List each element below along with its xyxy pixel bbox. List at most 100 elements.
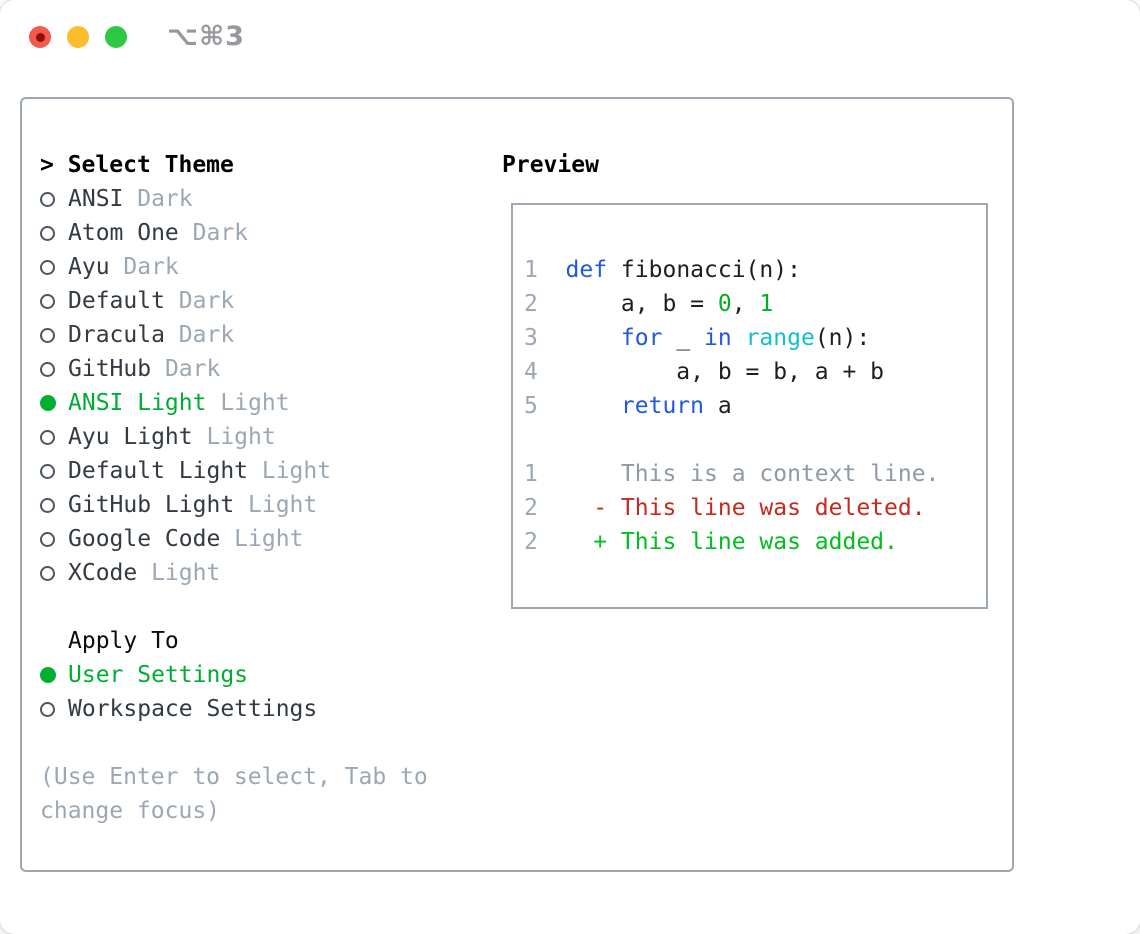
code-segment: in	[704, 325, 732, 351]
preview-line: 5 return a	[524, 389, 986, 423]
help-text: (Use Enter to select, Tab to change focus…	[40, 760, 428, 828]
theme-name: Atom One	[68, 220, 179, 246]
radio-selected-icon	[40, 667, 56, 683]
spacer	[40, 726, 428, 760]
theme-variant-label: Dark	[123, 254, 179, 280]
theme-option[interactable]: Atom One Dark	[40, 216, 428, 250]
traffic-light-zoom-icon[interactable]	[105, 26, 127, 48]
theme-variant-label: Dark	[178, 322, 235, 348]
code-segment: a, b = b, a + b	[565, 359, 885, 385]
code-segment: for	[620, 325, 663, 351]
theme-option[interactable]: Google Code Light	[40, 522, 428, 556]
code-segment: - This line was deleted.	[565, 495, 926, 521]
theme-name: ANSI	[68, 186, 124, 212]
theme-option[interactable]: GitHub Dark	[40, 352, 428, 386]
theme-variant-label: Light	[151, 560, 221, 586]
theme-variant-label: Dark	[178, 288, 235, 314]
line-number: 2	[524, 291, 538, 317]
apply-to-option[interactable]: Workspace Settings	[40, 692, 428, 726]
code-segment	[732, 325, 746, 351]
radio-icon	[40, 361, 55, 377]
preview-line: 3 for _ in range(n):	[524, 321, 986, 355]
radio-icon	[40, 259, 55, 275]
radio-icon	[40, 293, 55, 309]
line-number: 1	[524, 257, 538, 283]
line-number: 2	[524, 529, 538, 555]
theme-name: Dracula	[68, 322, 165, 348]
preview-title: Preview	[502, 152, 599, 178]
radio-icon	[40, 429, 55, 445]
code-segment: ,	[731, 291, 760, 317]
select-theme-header: > Select Theme	[40, 148, 428, 182]
spacer	[40, 590, 428, 624]
theme-variant-label: Dark	[164, 356, 221, 382]
preview-line: 1 def fibonacci(n):	[524, 253, 986, 287]
apply-to-option[interactable]: User Settings	[40, 658, 428, 692]
theme-option[interactable]: ANSI Light Light	[40, 386, 428, 420]
line-number: 5	[524, 393, 538, 419]
apply-to-name: User Settings	[68, 662, 249, 688]
code-segment	[566, 393, 621, 419]
theme-option[interactable]: ANSI Dark	[40, 182, 428, 216]
code-segment	[566, 325, 621, 351]
theme-variant-label: Light	[248, 492, 318, 518]
code-segment: a	[704, 393, 732, 419]
theme-name: GitHub	[68, 356, 152, 382]
theme-name: Google Code	[68, 526, 221, 552]
theme-option[interactable]: Dracula Dark	[40, 318, 428, 352]
theme-variant-label: Light	[234, 526, 304, 552]
radio-icon	[40, 463, 55, 479]
code-segment: (n):	[814, 325, 871, 351]
code-segment: range	[745, 325, 815, 351]
apply-to-name: Workspace Settings	[68, 696, 318, 722]
code-segment: return	[620, 393, 705, 419]
line-number: 1	[524, 461, 538, 487]
code-segment: a, b =	[565, 291, 718, 317]
line-number: 2	[524, 495, 538, 521]
radio-icon	[40, 225, 55, 241]
radio-icon	[40, 565, 55, 581]
apply-to-header: Apply To	[68, 628, 179, 654]
help-line: change focus)	[40, 798, 221, 824]
theme-name: Default Light	[68, 458, 249, 484]
code-segment: fibonacci(n):	[607, 257, 801, 283]
code-segment: 0	[717, 291, 732, 317]
radio-selected-icon	[40, 395, 56, 411]
close-dot-icon	[35, 32, 45, 42]
radio-icon	[40, 327, 55, 343]
preview-line: 2 - This line was deleted.	[524, 491, 986, 525]
traffic-light-close-icon[interactable]	[29, 26, 51, 48]
help-line: (Use Enter to select, Tab to	[40, 764, 428, 790]
code-segment: _	[662, 325, 705, 351]
code-segment: + This line was added.	[565, 529, 898, 555]
preview-line: 2 a, b = 0, 1	[524, 287, 986, 321]
theme-name: ANSI Light	[68, 390, 207, 416]
preview-line: 2 + This line was added.	[524, 525, 986, 559]
line-number: 4	[524, 359, 538, 385]
theme-variant-label: Dark	[137, 186, 193, 212]
radio-icon	[40, 191, 55, 207]
code-segment: This is a context line.	[565, 461, 940, 487]
theme-variant-label: Light	[220, 390, 290, 416]
radio-icon	[40, 531, 55, 547]
code-segment: 1	[759, 291, 774, 317]
select-theme-title: Select Theme	[67, 152, 234, 178]
theme-variant-label: Dark	[192, 220, 249, 246]
preview-line: 1 This is a context line.	[524, 457, 986, 491]
traffic-light-minimize-icon[interactable]	[67, 26, 89, 48]
preview-line	[524, 423, 986, 457]
window-shortcut-label: ⌥⌘3	[167, 21, 245, 52]
code-segment: def	[565, 257, 608, 283]
radio-icon	[40, 701, 55, 717]
radio-icon	[40, 497, 55, 513]
